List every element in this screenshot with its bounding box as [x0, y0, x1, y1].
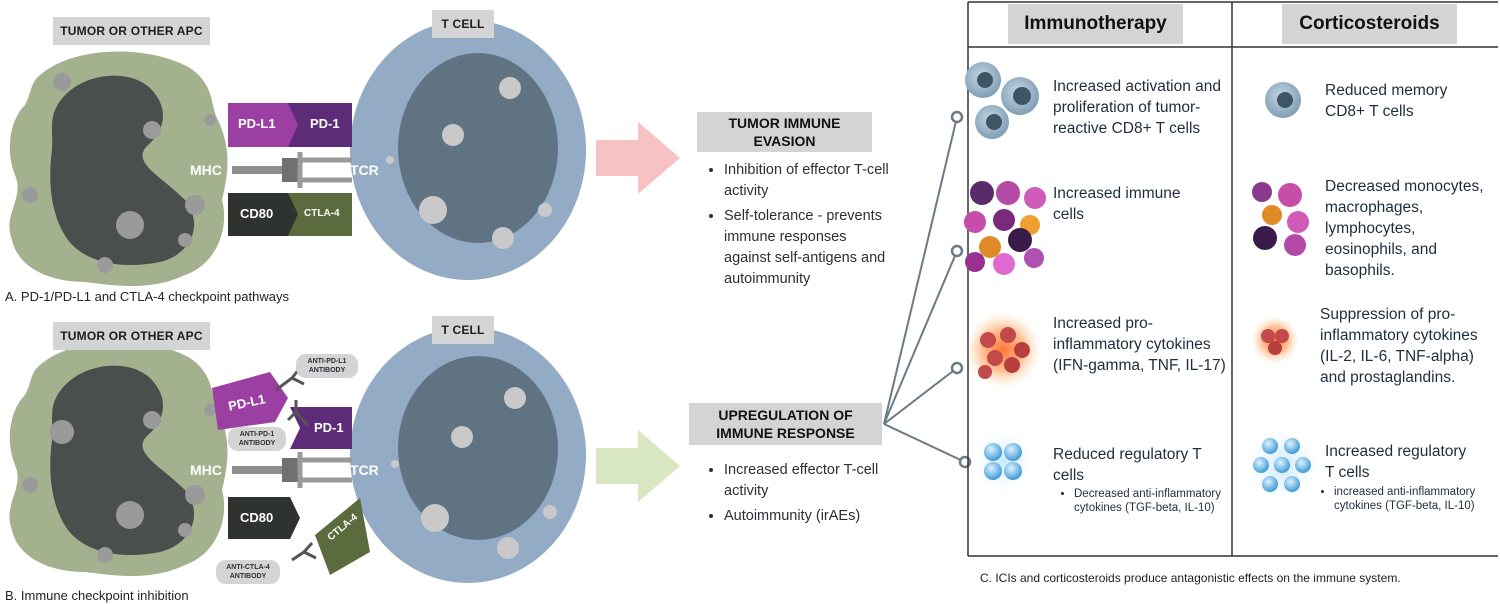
antibody-icons — [275, 367, 317, 562]
panel-a — [9, 20, 586, 286]
pink-arrow — [596, 122, 680, 194]
immuno-tregs: Reduced regulatory T cells — [1053, 446, 1202, 484]
corticosteroids-header: Corticosteroids — [1282, 4, 1457, 44]
green-arrow — [596, 430, 680, 502]
tcell-tag-a: T CELL — [432, 10, 494, 38]
mhc-bar-b — [232, 466, 286, 474]
pdl1-b — [212, 372, 288, 430]
apc-tag-b: TUMOR OR OTHER APC — [53, 322, 210, 350]
immune-cells-icon-group — [964, 181, 1046, 275]
ctla4-b — [315, 498, 370, 575]
cortico-tregs-sub-item: increased anti-inflammatory cytokines (T… — [1334, 485, 1500, 513]
cytokines-icon-group — [965, 312, 1041, 388]
cortico-cytokines-icon — [1251, 316, 1299, 364]
mhc-label-b: MHC — [190, 462, 222, 478]
ctla4-a — [288, 193, 352, 236]
immuno-tregs-sub: Decreased anti-inflammatory cytokines (T… — [1058, 487, 1234, 515]
cortico-cells: Decreased monocytes, macrophages, lympho… — [1325, 178, 1484, 279]
cortico-cytokines: Suppression of pro-inflammatory cytokine… — [1320, 306, 1478, 386]
evasion-bullet: Inhibition of effector T-cell activity — [724, 160, 894, 202]
immunotherapy-header: Immunotherapy — [1008, 4, 1183, 44]
upregulation-bullet: Increased effector T-cell activity — [724, 460, 899, 502]
memory-cd8-icon — [1265, 82, 1301, 118]
pd1-label-b: PD-1 — [314, 420, 344, 435]
tcr-b — [297, 452, 352, 488]
immuno-cytokines: Increased pro-inflammatory cytokines (IF… — [1053, 315, 1226, 374]
mhc-head-b — [282, 458, 298, 482]
caption-c: C. ICIs and corticosteroids produce anta… — [980, 571, 1401, 585]
pd1-label-a: PD-1 — [310, 116, 340, 131]
apc-granules-a — [22, 73, 216, 273]
caption-b: B. Immune checkpoint inhibition — [5, 588, 189, 603]
treg-icon-group-cortico — [1247, 430, 1319, 502]
immuno-activation: Increased activation and proliferation o… — [1053, 78, 1222, 137]
evasion-bullets: Inhibition of effector T-cell activity S… — [706, 160, 894, 294]
anti-pdl1-pill — [296, 354, 358, 378]
tcr-label-b: TCR — [350, 462, 379, 478]
tcell-granules-a — [386, 77, 552, 249]
anti-ctla4-pill — [216, 560, 280, 584]
tcell-nucleus-a — [398, 53, 558, 243]
apc-tag-a: TUMOR OR OTHER APC — [53, 17, 210, 45]
mhc-label-a: MHC — [190, 162, 222, 178]
treg-icon-group-immuno — [974, 431, 1034, 491]
cd8-tcell-icon-group — [965, 62, 1039, 139]
tcr-a — [297, 152, 352, 188]
cd80-label-b: CD80 — [240, 510, 274, 525]
mhc-head-a — [282, 158, 298, 182]
apc-granules-b — [22, 404, 216, 563]
apc-nucleus-a — [50, 75, 195, 266]
cd80-a — [228, 193, 300, 236]
apc-nucleus-b — [50, 365, 195, 556]
mhc-bar-a — [232, 166, 286, 174]
cd80-label-a: CD80 — [240, 206, 274, 221]
tcr-label-a: TCR — [350, 162, 379, 178]
immuno-tregs-sub-item: Decreased anti-inflammatory cytokines (T… — [1074, 487, 1234, 515]
anti-pd1-pill — [228, 427, 286, 451]
upregulation-bullets: Increased effector T-cell activity Autoi… — [706, 460, 899, 531]
upregulation-bullet: Autoimmunity (irAEs) — [724, 506, 899, 527]
cortico-cells-icon-group — [1252, 182, 1309, 256]
cortico-tregs: Increased regulatory T cells — [1325, 443, 1467, 481]
caption-a: A. PD-1/PD-L1 and CTLA-4 checkpoint path… — [5, 289, 289, 304]
connector-lines — [883, 116, 966, 463]
pdl1-label-a: PD-L1 — [238, 116, 276, 131]
pd1-b — [290, 407, 352, 449]
tcell-granules-b — [391, 387, 557, 559]
connector-dots — [950, 110, 972, 469]
immuno-immune-cells: Increased immune cells — [1053, 185, 1181, 223]
tcell-nucleus-b — [398, 356, 558, 540]
cortico-memory: Reduced memory CD8+ T cells — [1325, 82, 1448, 120]
cortico-tregs-sub: increased anti-inflammatory cytokines (T… — [1318, 485, 1500, 513]
ctla4-label-a: CTLA-4 — [304, 208, 340, 219]
pdl1-a — [228, 103, 300, 147]
cd80-b — [228, 497, 300, 539]
panel-c-table — [967, 1, 1498, 557]
evasion-bullet: Self-tolerance - prevents immune respons… — [724, 206, 894, 290]
panel-b — [9, 327, 586, 584]
pd1-a — [288, 103, 352, 147]
tcell-tag-b: T CELL — [432, 316, 494, 344]
